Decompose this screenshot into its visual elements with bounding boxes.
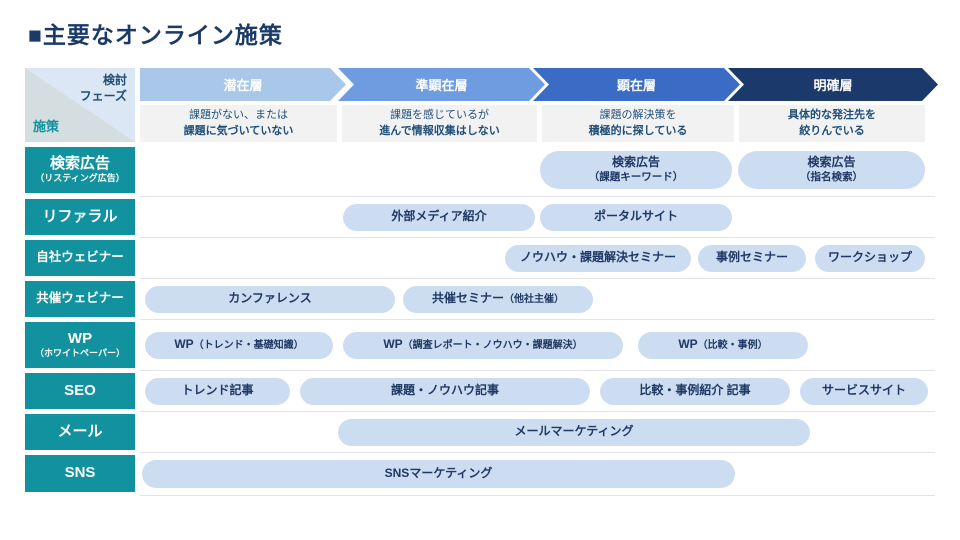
phase-arrow-4: 明確層 xyxy=(728,68,938,101)
row-divider-3 xyxy=(140,278,935,279)
page-title: ■主要なオンライン施策 xyxy=(28,22,283,48)
measure-pill-4-1: カンファレンス xyxy=(145,285,395,313)
phase-arrow-1: 潜在層 xyxy=(140,68,346,101)
measure-pill-8-1: SNSマーケティング xyxy=(142,459,735,488)
row-divider-6 xyxy=(140,411,935,412)
row-divider-2 xyxy=(140,237,935,238)
row-label-2: リファラル xyxy=(25,199,135,235)
row-label-7: メール xyxy=(25,414,135,450)
measure-pill-4-2: 共催セミナー（他社主催） xyxy=(403,285,593,313)
measure-pill-7-1: メールマーケティング xyxy=(338,418,810,446)
measure-pill-1-1: 検索広告（課題キーワード） xyxy=(540,151,732,189)
measure-pill-6-3: 比較・事例紹介 記事 xyxy=(600,377,790,405)
measure-pill-6-1: トレンド記事 xyxy=(145,377,290,405)
matrix-corner-cell: 検討 フェーズ 施策 xyxy=(25,68,135,142)
phase-description-1: 課題がない、または課題に気づいていない xyxy=(140,105,337,142)
measure-pill-2-1: 外部メディア紹介 xyxy=(343,203,535,231)
row-divider-5 xyxy=(140,370,935,371)
phase-arrow-3: 顕在層 xyxy=(533,68,740,101)
measure-pill-6-2: 課題・ノウハウ記事 xyxy=(300,377,590,405)
corner-phase-axis-label: 検討 フェーズ xyxy=(79,73,127,103)
phase-description-4: 具体的な発注先を絞りんでいる xyxy=(739,105,925,142)
corner-measures-axis-label: 施策 xyxy=(33,119,60,134)
measure-pill-5-2: WP（調査レポート・ノウハウ・課題解決） xyxy=(343,331,623,359)
phase-arrow-2: 準顕在層 xyxy=(338,68,545,101)
row-divider-1 xyxy=(140,196,935,197)
row-divider-8 xyxy=(140,495,935,496)
measure-pill-3-2: 事例セミナー xyxy=(698,244,806,272)
row-divider-7 xyxy=(140,452,935,453)
row-label-8: SNS xyxy=(25,455,135,492)
row-label-6: SEO xyxy=(25,373,135,409)
measure-pill-6-4: サービスサイト xyxy=(800,377,928,405)
row-divider-4 xyxy=(140,319,935,320)
measure-pill-2-2: ポータルサイト xyxy=(540,203,732,231)
measure-pill-5-1: WP（トレンド・基礎知識） xyxy=(145,331,333,359)
measure-pill-3-1: ノウハウ・課題解決セミナー xyxy=(505,244,691,272)
row-label-1: 検索広告（リスティング広告） xyxy=(25,147,135,193)
measure-pill-3-3: ワークショップ xyxy=(815,244,925,272)
measure-pill-1-2: 検索広告（指名検索） xyxy=(738,151,925,189)
row-label-3: 自社ウェビナー xyxy=(25,240,135,276)
measure-pill-5-3: WP（比較・事例） xyxy=(638,331,808,359)
row-label-4: 共催ウェビナー xyxy=(25,281,135,317)
phase-description-3: 課題の解決策を積極的に探している xyxy=(542,105,734,142)
row-label-5: WP（ホワイトペーパー） xyxy=(25,322,135,368)
phase-description-2: 課題を感じているが進んで情報収集はしない xyxy=(342,105,537,142)
